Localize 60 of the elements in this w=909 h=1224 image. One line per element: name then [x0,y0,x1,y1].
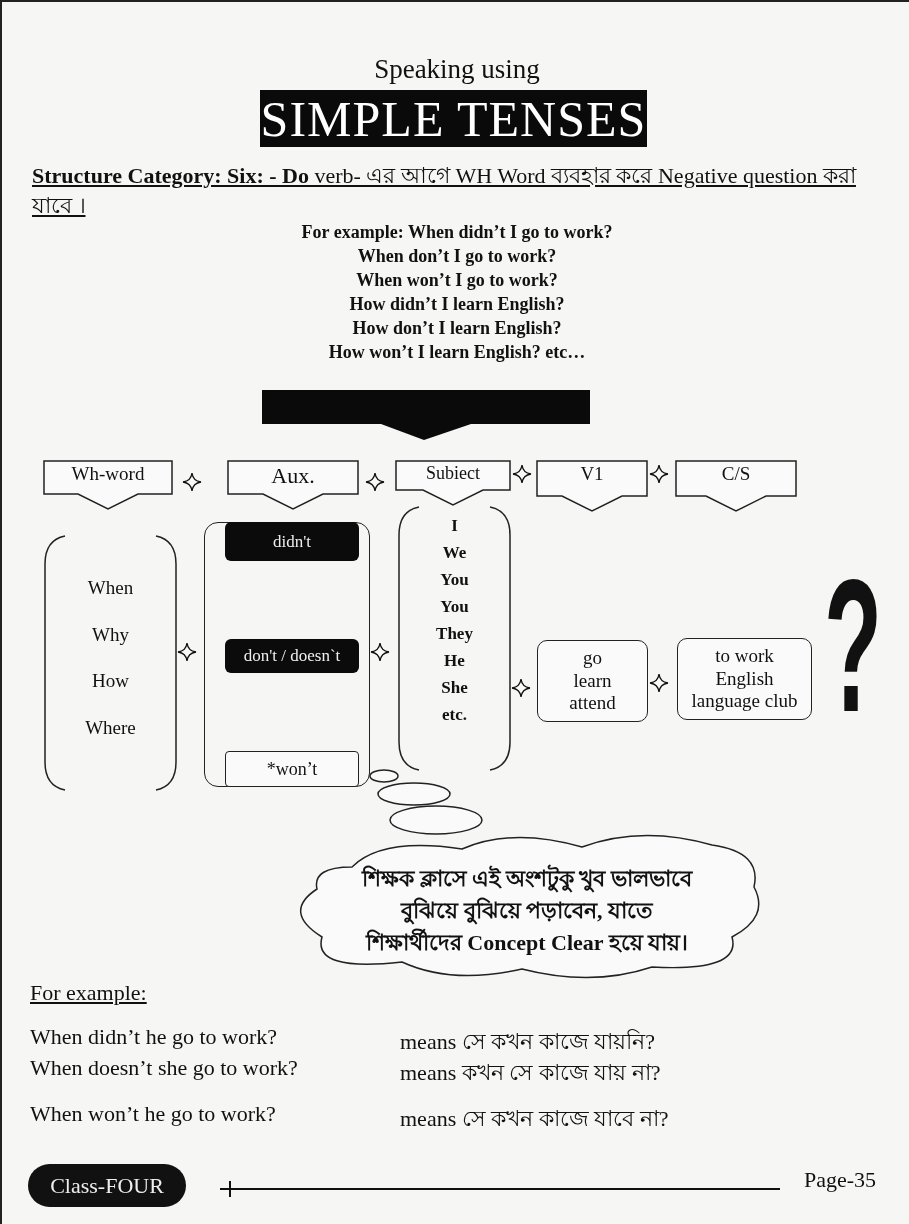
example-sentence: When won’t I go to work? [356,270,558,291]
structure-heading: Structure Category: Six: - Do verb- এর আগে WH Word ব্যবহার করে Negative question করা যাবে । [32,162,858,220]
word-text: How [92,670,129,693]
page-number: Page-35 [804,1167,877,1193]
example-sentence: How didn’t I learn English? [349,294,565,315]
aux-tag [225,751,359,787]
header-callout [675,460,797,512]
word-text: I [451,516,458,536]
example-sentence: means সে কখন কাজে যাবে না? [400,1105,669,1133]
word-text: learn [573,669,612,693]
word-box [537,640,648,722]
word-text: don't / doesn`t [243,646,341,666]
word-text: English [715,667,774,691]
header-callout [536,460,648,512]
bracket-group [397,505,512,772]
example-sentence: How won’t I learn English? etc… [328,342,586,363]
word-text: etc. [442,704,467,725]
word-text: Where [85,717,136,740]
banner-callout [262,390,590,440]
word-text: go [583,646,602,670]
class-badge: Class-FOUR [28,1164,186,1207]
header-callout [395,460,511,506]
example-sentence: When didn’t he go to work? [30,1024,278,1050]
section-heading: For example: [30,980,147,1006]
example-sentence: For example: When didn’t I go to work? [301,222,613,243]
example-sentence: When won’t he go to work? [30,1101,276,1127]
word-text: didn't [273,531,311,552]
word-text: You [440,570,469,590]
word-text: She [441,678,468,698]
word-text: He [444,651,465,671]
word-text: Subiect [426,463,480,484]
question-mark: ? [824,550,883,740]
note-text: শিক্ষক ক্লাসে এই অংশটুকু খুব ভালভাবে বুঝিয়ে বুঝিয়ে পড়াবেন, যাতে শিক্ষার্থীদের Concept Clear হয়ে যায়। [360,863,694,957]
word-text: Why [92,623,129,646]
word-text: You [440,597,469,617]
word-text: language club [691,690,798,714]
example-sentence: means সে কখন কাজে যায়নি? [400,1028,655,1056]
bracket-group [43,534,178,792]
word-text: to work [715,644,774,668]
aux-tag [225,639,359,673]
subtitle: Speaking using [374,54,540,85]
word-text: They [436,624,473,644]
example-sentence: How don’t I learn English? [352,318,562,339]
header-callout [43,460,173,510]
bracket-group [204,522,370,787]
word-text: We [442,543,467,563]
word-text: When [87,576,134,599]
word-text: *won’t [266,758,318,780]
header-callout [227,460,359,510]
word-box [677,638,812,720]
word-text: Wh-word [71,463,145,485]
word-text: V1 [580,463,604,485]
word-text: Aux. [271,463,315,489]
word-text: C/S [721,463,751,485]
example-sentence: means কখন সে কাজে যায় না? [400,1059,661,1087]
aux-tag [225,522,359,561]
example-sentence: When don’t I go to work? [357,246,557,267]
word-text: attend [569,692,616,716]
example-sentence: When doesn’t she go to work? [30,1055,298,1081]
title-banner: SIMPLE TENSES [260,90,647,147]
